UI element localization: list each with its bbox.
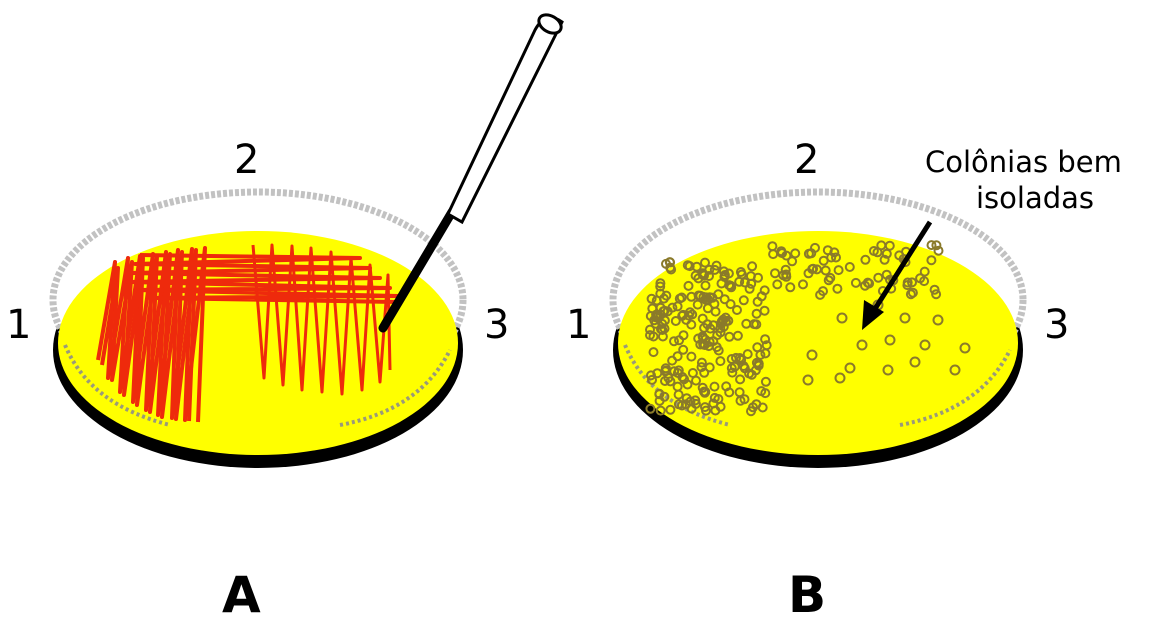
plate-b-sector-label-3: 3	[1044, 302, 1069, 348]
plate-a-sector-label-3: 3	[484, 302, 509, 348]
plate-b-annotation-line-2: isoladas	[976, 181, 1094, 215]
inoculating-loop-icon	[383, 11, 564, 328]
plate-b-sector-label-2: 2	[794, 137, 819, 183]
plate-b: 1 2 3 Colônias bem isoladas B	[566, 137, 1122, 622]
plate-a-panel-label: A	[222, 566, 261, 622]
plate-b-sector-label-1: 1	[566, 302, 591, 348]
plate-b-annotation-line-1: Colônias bem	[925, 145, 1122, 179]
plate-a-sector-label-2: 2	[234, 137, 259, 183]
plate-a-sector-label-1: 1	[6, 302, 31, 348]
plate-b-panel-label: B	[788, 566, 826, 622]
plate-a: 1 2 3 A	[6, 11, 564, 622]
